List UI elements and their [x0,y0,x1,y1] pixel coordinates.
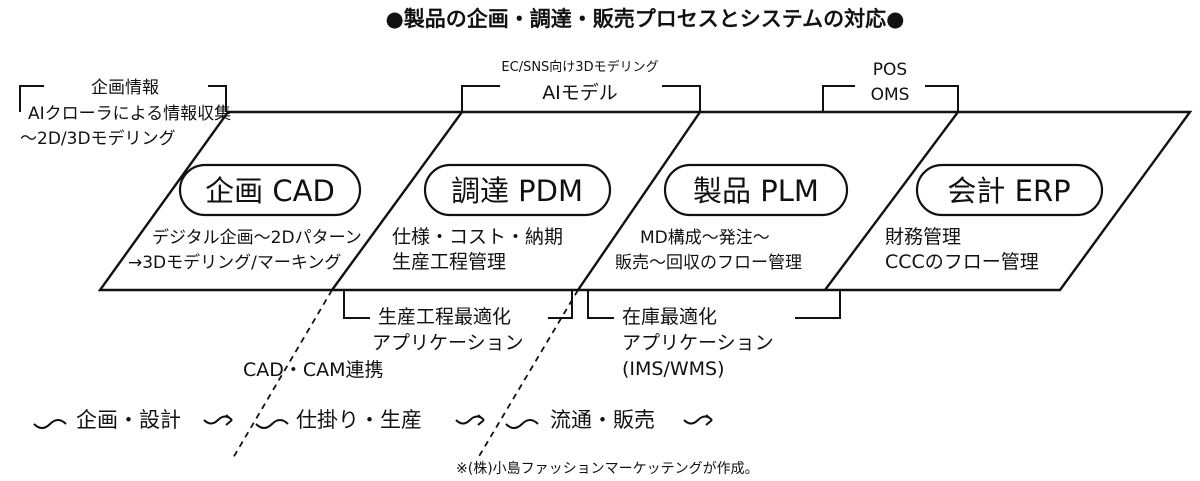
stage-product-plm: 製品 PLM MD構成～発注～ 販売～回収のフロー管理 [615,163,849,273]
top-right-note-line1: POS [873,60,907,80]
stage-plan-cad-label: 企画 CAD [205,174,335,208]
bottom-right-note-line1: 在庫最適化 [622,306,717,328]
flow-step-1: 企画・設計 [76,408,181,432]
bottom-mid-note-line2: アプリケーション [372,332,524,354]
stage-procure-pdm: 調達 PDM 仕様・コスト・納期 生産工程管理 [392,163,612,273]
stage-account-erp-label: 会計 ERP [947,174,1070,208]
flow-arrow-icon [683,414,713,426]
top-left-note-line2: ～2D/3Dモデリング [20,128,176,149]
stage-product-plm-line2: 販売～回収のフロー管理 [615,253,802,273]
stage-procure-pdm-line1: 仕様・コスト・納期 [392,226,563,248]
stage-procure-pdm-pill [423,163,612,217]
flow-step-2: 仕掛り・生産 [296,408,422,432]
flow-arrow-icon [455,414,485,426]
stage-procure-pdm-line2: 生産工程管理 [392,251,506,273]
stage-account-erp-pill [915,163,1104,217]
stage-account-erp-line1: 財務管理 [885,226,961,248]
stage-plan-cad: 企画 CAD デジタル企画～2Dパターン →3Dモデリング/マーキング [128,163,362,273]
top-left-note-heading: 企画情報 [91,78,159,98]
flow-arrow-icon [203,414,233,426]
bottom-mid-note: 生産工程最適化 アプリケーション [343,290,573,354]
stage-account-erp-line2: CCCのフロー管理 [885,251,1039,273]
cad-cam-label: CAD・CAM連携 [243,359,384,381]
footnote: ※(株)小島ファッションマーケッテングが作成。 [456,461,759,477]
bottom-mid-note-line1: 生産工程最適化 [378,306,511,328]
process-band [97,110,1193,292]
top-left-note-line1: AIクローラによる情報収集 [28,104,231,124]
top-mid-note: EC/SNS向け3Dモデリング AIモデル [461,59,701,112]
diagram-title: ●製品の企画・調達・販売プロセスとシステムの対応● [385,7,904,31]
flow-squiggle-icon [255,419,289,429]
flow-step-3: 流通・販売 [550,408,655,432]
flow-squiggle-icon [33,419,67,429]
top-mid-note-line2: AIモデル [542,82,618,104]
stage-plan-cad-line2: →3Dモデリング/マーキング [128,252,341,273]
stage-product-plm-pill [663,163,849,217]
top-left-note: 企画情報 AIクローラによる情報収集 ～2D/3Dモデリング [19,78,231,149]
flow-squiggle-icon [505,419,539,429]
stage-product-plm-line1: MD構成～発注～ [640,228,770,248]
top-right-note: POS OMS [822,60,959,112]
bottom-right-note-line2: アプリケーション [622,332,774,354]
top-right-note-line2: OMS [871,85,910,105]
flow-row: 企画・設計 仕掛り・生産 流通・販売 [33,408,713,432]
bottom-right-note-line3: (IMS/WMS) [622,358,725,380]
bottom-right-note: 在庫最適化 アプリケーション (IMS/WMS) [587,290,841,380]
top-mid-note-line1: EC/SNS向け3Dモデリング [501,59,658,75]
stage-plan-cad-line1: デジタル企画～2Dパターン [152,227,362,248]
stage-account-erp: 会計 ERP 財務管理 CCCのフロー管理 [885,163,1104,273]
stage-procure-pdm-label: 調達 PDM [451,174,583,208]
stage-plan-cad-pill [178,163,362,217]
stage-product-plm-label: 製品 PLM [693,174,819,208]
